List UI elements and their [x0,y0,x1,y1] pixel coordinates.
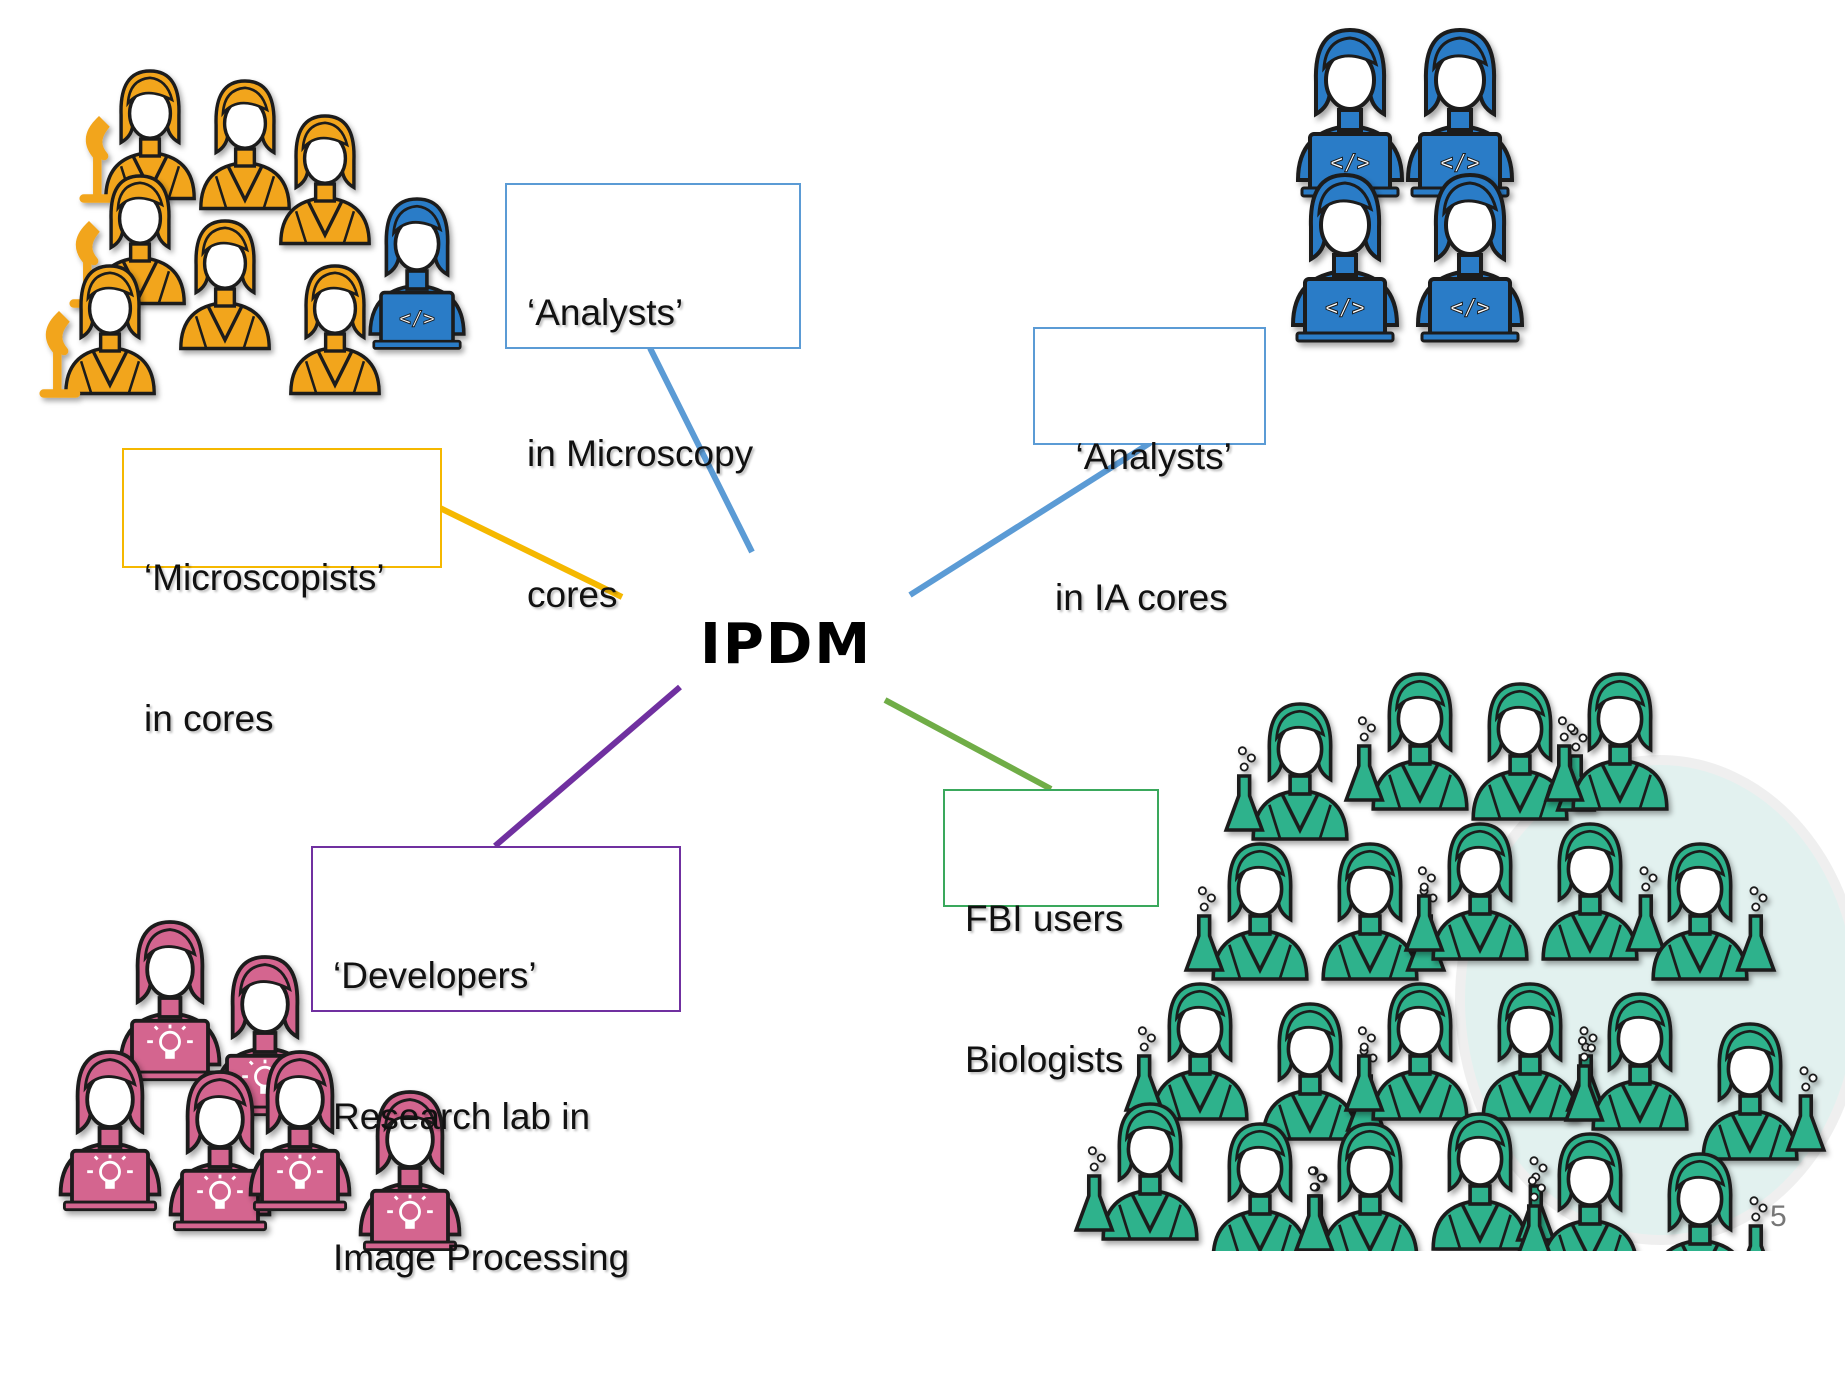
developer-person-icon [248,1050,352,1212]
microscopist-person-icon [39,264,156,398]
biologist-person-icon [1343,982,1469,1121]
svg-text:</>: </> [1440,151,1480,176]
developers-with-idea-laptops-icon [58,920,462,1251]
connector-microscopists [438,505,624,600]
biologist-person-icon [1073,1102,1199,1241]
biologist-person-icon [1541,822,1667,961]
scientists-with-microscopes-icon [39,69,381,398]
connector-lines [438,346,1152,849]
connector-analysts-microscopy [647,346,755,554]
label-microscopists: ‘Microscopists’ in cores [122,448,442,739]
svg-text:</>: </> [1330,151,1370,176]
diagram-canvas: </> </> </> </> </> ‘Analysts’ in Microscopy… [39,27,1845,1278]
label-analysts-ia: ‘Analysts’ in IA cores [1033,327,1266,618]
biologists-with-flasks-icon [1073,672,1845,1251]
ia-analyst-person-icon: </> [1415,172,1525,343]
microscopist-person-icon [179,219,271,351]
biologist-person-icon [1223,702,1349,841]
label-biologists: FBI users Biologists [943,789,1159,1080]
developer-person-icon [58,1050,162,1212]
microscopist-person-icon [289,264,381,396]
label-line: cores [527,574,618,615]
microscopist-person-icon [279,114,371,246]
microscopist-person-icon [199,79,291,211]
biologist-person-icon [1403,822,1529,961]
svg-text:</>: </> [399,307,435,330]
label-line: Research lab in [333,1096,591,1137]
connector-analysts-ia [908,440,1152,598]
biologist-person-icon [1293,1122,1419,1251]
label-line: ‘Analysts’ [527,292,684,333]
biologist-person-icon [1651,842,1777,981]
svg-text:</>: </> [1325,296,1365,321]
label-line: FBI users [965,898,1124,939]
label-line: ‘Analysts’ [1055,436,1232,477]
developer-person-icon [168,1070,272,1232]
connector-biologists [883,697,1053,792]
biologist-person-icon [1343,672,1469,811]
slide-number: 5 [1770,1200,1787,1233]
developer-person-icon [358,1090,462,1251]
biologist-person-icon [1123,982,1249,1121]
label-line: ‘Microscopists’ [144,557,385,598]
center-title: IPDM [700,612,873,677]
label-line: ‘Developers’ [333,955,537,996]
biologist-person-icon [1183,842,1309,981]
analysts-with-laptops-icon: </> </> </> </> [1290,27,1525,343]
ia-analyst-person-icon: </> [1295,27,1405,198]
diagram-svg: </> </> </> </> </> [39,27,1845,1251]
label-line: in IA cores [1055,577,1228,618]
ia-analyst-person-icon: </> [1290,172,1400,343]
biologist-person-icon [1666,1152,1768,1251]
label-line: Image Processing [333,1237,630,1278]
connector-developers [493,684,682,849]
developer-person-icon [118,920,222,1082]
biologist-person-icon [1517,1132,1637,1251]
analyst-laptop-person-icon: </> [368,197,466,350]
ia-analyst-person-icon: </> [1405,27,1515,198]
people-groups: </> </> </> </> </> [39,27,1845,1251]
analyst-with-laptop-icon: </> [368,197,466,350]
svg-text:</>: </> [1450,296,1490,321]
label-developers: ‘Developers’ Research lab in Image Proce… [311,846,681,1278]
biologist-person-icon [1563,992,1689,1131]
biologist-person-icon [1543,672,1669,811]
label-line: Biologists [965,1039,1124,1080]
label-analysts-microscopy: ‘Analysts’ in Microscopy cores [505,183,801,615]
biologist-person-icon [1701,1022,1827,1161]
label-line: in Microscopy [527,433,754,474]
label-line: in cores [144,698,274,739]
